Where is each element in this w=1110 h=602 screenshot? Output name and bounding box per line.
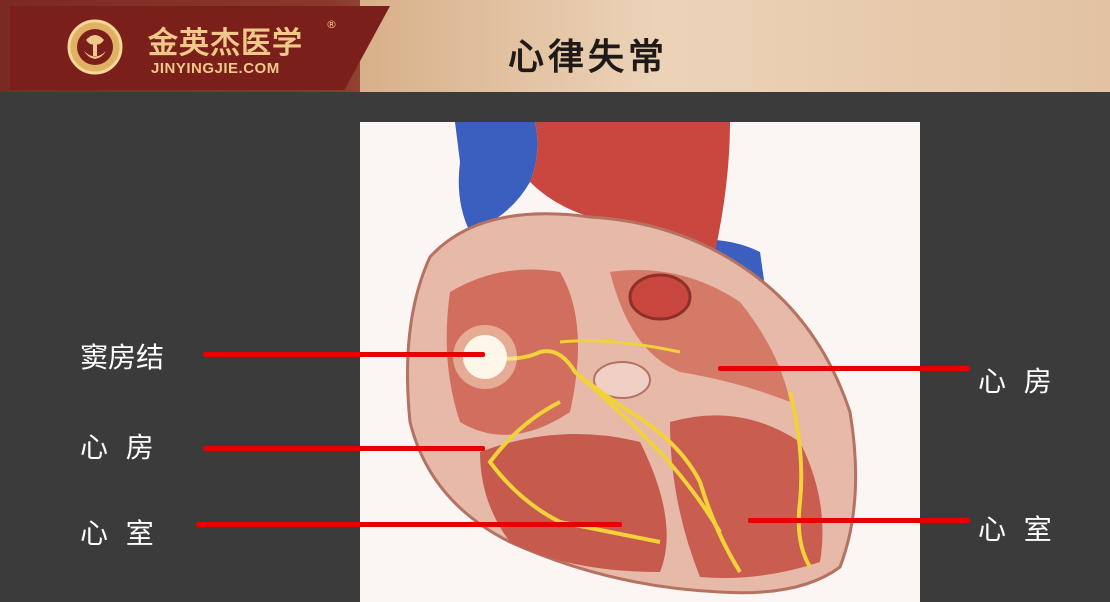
label-left-atrium: 心 房 [80,426,154,466]
heart-diagram-icon [360,122,920,602]
heart-illustration [360,122,920,602]
label-left-ventricle: 心 室 [80,512,154,552]
label-right-atrium: 心 房 [978,360,1052,400]
pointer-line-left-atrium [203,446,485,451]
pointer-line-sinus-node [203,352,485,357]
header-title-band [360,0,1110,92]
logo-registered-mark: ® [326,18,337,31]
pointer-line-right-atrium [718,366,970,371]
logo-emblem-icon [66,18,124,76]
label-sinus-node: 窦房结 [80,336,164,376]
pointer-line-left-ventricle [196,522,622,527]
slide-title: 心律失常 [508,28,668,80]
pointer-line-right-ventricle [748,518,970,523]
logo-text-en: JINYINGJIE.COM [151,60,280,77]
logo-text-cn: 金英杰医学 [148,18,303,62]
label-right-ventricle: 心 室 [978,508,1052,548]
header-bar: 金英杰医学 ® JINYINGJIE.COM 心律失常 [0,0,1110,92]
